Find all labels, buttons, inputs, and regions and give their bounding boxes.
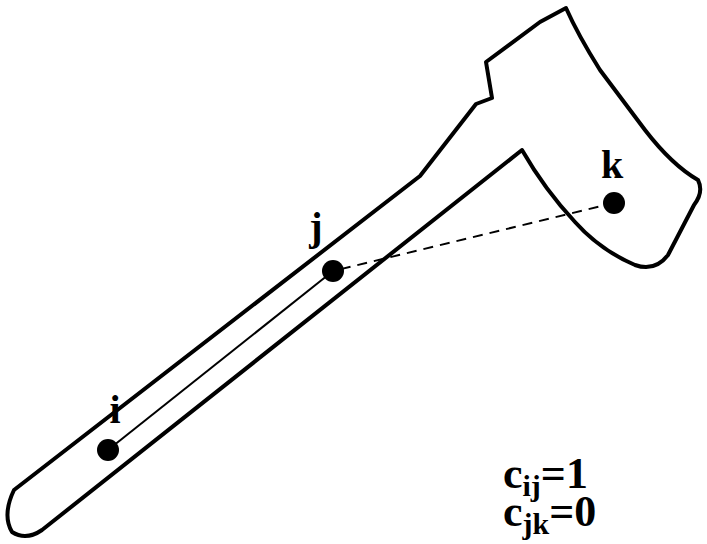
dashed-link — [341, 205, 606, 269]
dot-symbol — [321, 259, 345, 283]
point-dot: j — [321, 259, 345, 283]
subscript-index: ij — [523, 469, 541, 502]
dot-symbol — [602, 191, 626, 215]
equation-row: cjk=0 — [503, 490, 596, 544]
equation-part: =0 — [549, 487, 596, 536]
dot-symbol — [96, 438, 120, 462]
dot-symbol — [603, 192, 625, 214]
point-label: k — [601, 145, 623, 185]
subscript-index: jk — [523, 507, 550, 540]
equation-part: c — [503, 487, 523, 536]
solid-link — [114, 276, 326, 445]
axe-outline — [7, 8, 700, 536]
point-label: i — [109, 390, 120, 430]
dot-symbol — [322, 260, 344, 282]
point-dot: k — [602, 191, 626, 215]
point-label: j — [309, 207, 322, 247]
point-dot: i — [96, 438, 120, 462]
dot-symbol — [97, 439, 119, 461]
